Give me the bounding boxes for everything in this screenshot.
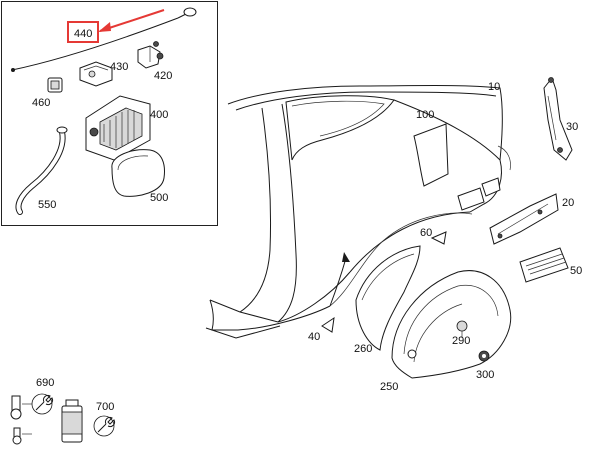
pocket-parts (457, 177, 501, 211)
drain-40 (321, 252, 350, 333)
arch-liner-260 (355, 245, 421, 351)
label-100: 100 (416, 109, 434, 121)
fuel-flap-500 (111, 149, 165, 197)
label-260: 260 (354, 343, 372, 355)
label-290: 290 (452, 335, 470, 347)
label-700: 700 (96, 401, 114, 413)
release-cable-440 (11, 7, 197, 72)
label-690: 690 (36, 377, 54, 389)
bolt-set-690 (10, 395, 32, 445)
label-30: 30 (566, 121, 578, 133)
wheel-housing-250 (391, 270, 512, 379)
bracket-30 (543, 76, 573, 161)
label-440: 440 (74, 28, 92, 40)
highlight-arrow-line (99, 9, 165, 32)
clip-60 (430, 231, 447, 245)
vent-grille-50 (519, 247, 569, 283)
adhesive-can-700 (61, 399, 83, 443)
actuator-420 (137, 41, 164, 69)
bumper-460 (47, 77, 63, 93)
label-50: 50 (570, 265, 582, 277)
label-250: 250 (380, 381, 398, 393)
bracket-20 (489, 193, 559, 245)
label-10: 10 (488, 81, 500, 93)
label-40: 40 (308, 331, 320, 343)
nut-300 (478, 350, 490, 362)
filler-area-100 (413, 123, 449, 187)
side-panel-10 (205, 85, 511, 339)
highlight-arrow-head (98, 22, 111, 32)
label-20: 20 (562, 197, 574, 209)
label-460: 460 (32, 97, 50, 109)
inset-frame (1, 1, 218, 226)
bracket-430 (79, 61, 113, 87)
label-300: 300 (476, 369, 494, 381)
label-420: 420 (154, 70, 172, 82)
label-500: 500 (150, 192, 168, 204)
label-550: 550 (38, 199, 56, 211)
label-430: 430 (110, 61, 128, 73)
label-400: 400 (150, 109, 168, 121)
wrench-icon (93, 415, 115, 437)
label-60: 60 (420, 227, 432, 239)
filler-housing-400 (85, 95, 151, 161)
wrench-icon (31, 393, 53, 415)
bolt-290 (456, 320, 468, 338)
